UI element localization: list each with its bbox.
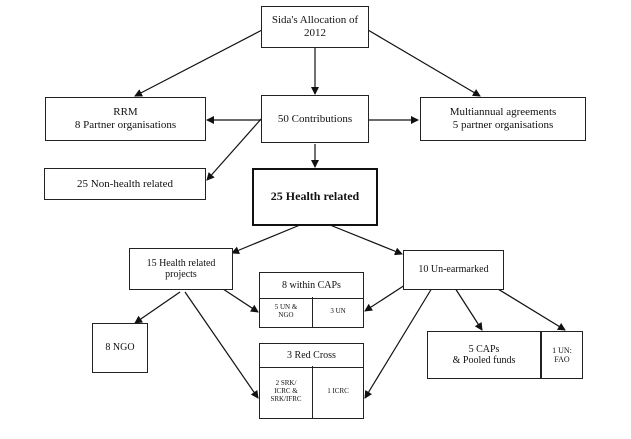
arrow-projects-to-caps: [219, 286, 259, 313]
node-allocation-label: Sida's Allocation of 2012: [271, 14, 359, 39]
arrow-unearmarked-to-caps: [364, 284, 406, 312]
node-rrm-label: RRM 8 Partner organisations: [74, 106, 177, 131]
node-within-caps-left-label: 5 UN & NGO: [274, 303, 298, 319]
node-health-projects: 15 Health related projects: [129, 248, 233, 290]
arrow-projects-to-redcross: [184, 291, 259, 399]
node-red-cross-right: 1 ICRC: [313, 366, 363, 418]
node-non-health: 25 Non-health related: [44, 168, 206, 200]
node-un-fao-label: 1 UN: FAO: [552, 345, 572, 364]
node-caps-pooled: 5 CAPs & Pooled funds: [427, 331, 541, 379]
node-red-cross-left: 2 SRK/ ICRC & SRK/IFRC: [260, 366, 313, 418]
arrow-health-to-projects: [231, 224, 301, 255]
node-contributions: 50 Contributions: [261, 95, 369, 143]
node-unearmarked: 10 Un-earmarked: [403, 250, 504, 290]
arrow-unearmarked-to-redcross: [364, 287, 433, 399]
node-red-cross-right-label: 1 ICRC: [327, 387, 349, 396]
node-non-health-label: 25 Non-health related: [77, 177, 173, 190]
node-red-cross-left-label: 2 SRK/ ICRC & SRK/IFRC: [270, 379, 302, 403]
arrow-health-to-unearmarked: [329, 224, 403, 256]
arrow-projects-to-ngo: [134, 291, 181, 324]
node-health-related: 25 Health related: [252, 168, 378, 226]
arrow-allocation-to-multiannual: [367, 29, 481, 97]
arrow-allocation-to-rrm: [134, 29, 263, 97]
node-red-cross: 3 Red Cross 2 SRK/ ICRC & SRK/IFRC 1 ICR…: [259, 343, 364, 419]
node-within-caps-title: 8 within CAPs: [260, 273, 363, 299]
arrow-unearmarked-to-caps-pooled: [454, 287, 483, 331]
node-unearmarked-label: 10 Un-earmarked: [418, 264, 489, 276]
node-red-cross-title: 3 Red Cross: [260, 344, 363, 368]
node-allocation: Sida's Allocation of 2012: [261, 6, 369, 48]
node-ngo: 8 NGO: [92, 323, 148, 373]
arrow-contributions-to-nonhealth: [206, 117, 263, 181]
node-health-projects-label: 15 Health related projects: [146, 257, 216, 281]
node-multiannual-label: Multiannual agreements 5 partner organis…: [449, 106, 557, 131]
node-rrm: RRM 8 Partner organisations: [45, 97, 206, 141]
node-within-caps-right-label: 3 UN: [330, 307, 346, 316]
node-caps-pooled-label: 5 CAPs & Pooled funds: [452, 343, 516, 367]
node-ngo-label: 8 NGO: [105, 342, 135, 354]
node-within-caps: 8 within CAPs 5 UN & NGO 3 UN: [259, 272, 364, 328]
node-within-caps-left: 5 UN & NGO: [260, 297, 313, 327]
node-within-caps-right: 3 UN: [313, 297, 363, 327]
node-contributions-label: 50 Contributions: [277, 112, 353, 125]
node-health-related-label: 25 Health related: [270, 189, 360, 204]
node-multiannual: Multiannual agreements 5 partner organis…: [420, 97, 586, 141]
node-un-fao: 1 UN: FAO: [541, 331, 583, 379]
